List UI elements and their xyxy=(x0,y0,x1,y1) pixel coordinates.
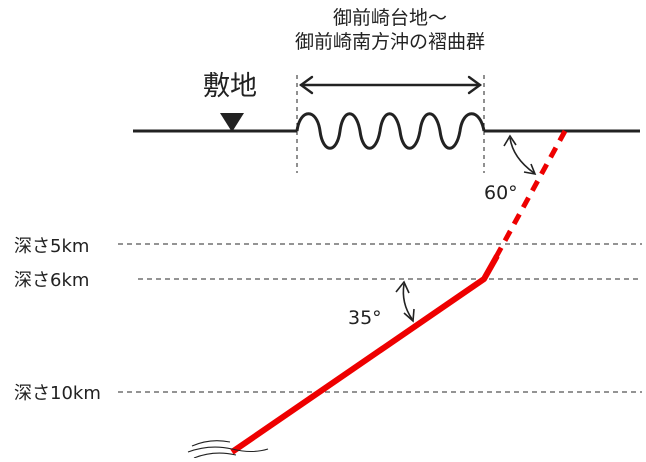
depth-10km-label: 深さ10km xyxy=(14,383,101,404)
fault-dotted-segment xyxy=(481,129,568,281)
fold-zone-title-line2: 御前崎南方沖の褶曲群 xyxy=(294,31,485,53)
fold-zone-title-line1: 御前崎台地～ xyxy=(332,7,447,29)
angle-35-label: 35° xyxy=(348,307,382,329)
fold-wave xyxy=(295,112,486,150)
site-marker-triangle xyxy=(220,113,244,132)
angle-35-arrow xyxy=(395,280,415,323)
fault-origin-marks xyxy=(187,440,269,459)
depth-6km-label: 深さ6km xyxy=(14,270,90,291)
fold-zone-width-arrow xyxy=(298,75,483,95)
fault-solid-segment xyxy=(230,254,500,455)
depth-5km-label: 深さ5km xyxy=(14,236,90,257)
angle-60-arrow xyxy=(503,134,537,176)
angle-60-label: 60° xyxy=(484,182,518,204)
fold-zone-title: 御前崎台地～ 御前崎南方沖の褶曲群 xyxy=(250,6,530,54)
site-label: 敷地 xyxy=(203,71,257,102)
